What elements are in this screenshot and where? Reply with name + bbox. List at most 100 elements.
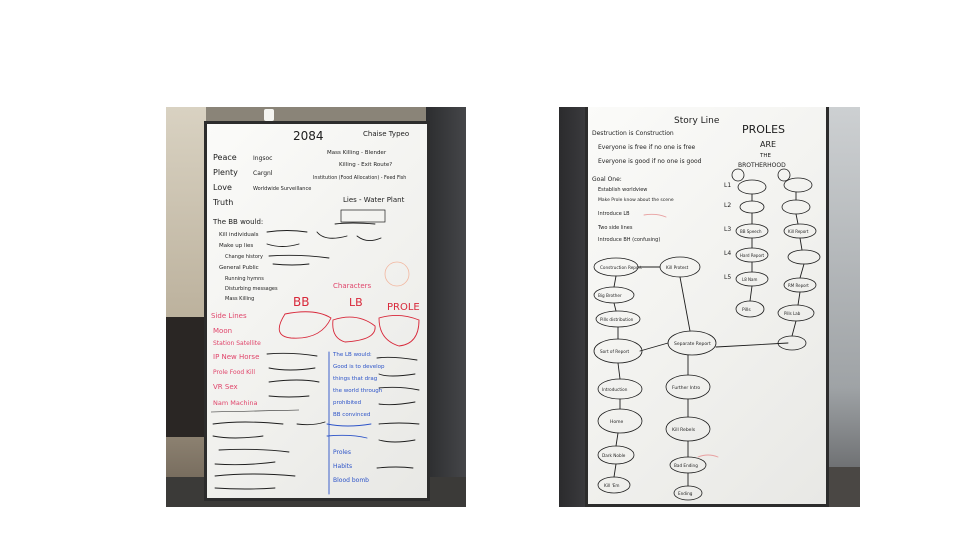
- ceiling-light: [264, 109, 274, 121]
- concept-love: Love: [213, 183, 232, 192]
- concept-plenty: Plenty: [213, 168, 238, 177]
- side-line-station: Station Satellite: [213, 340, 261, 347]
- right-node-bb-speech: BB Speech: [740, 229, 762, 234]
- concept-peace: Peace: [213, 153, 237, 162]
- premise-2: Everyone is free if no one is free: [598, 144, 696, 151]
- floor-right: [828, 467, 860, 507]
- bb-would-item-5: Running hymns: [225, 276, 264, 282]
- bb-would-heading: The BB would:: [212, 218, 263, 226]
- flow-node-introduction: Introduction: [602, 387, 628, 392]
- bb-would-item-7: Mass Killing: [225, 296, 254, 302]
- flow-node-kill-rebels: Kill Rebels: [672, 427, 696, 433]
- flow-node-ellipse: [739, 200, 765, 214]
- scribble-lines: [266, 222, 382, 266]
- bb-would-item-3: Change history: [225, 254, 263, 260]
- level-l1: L1: [724, 182, 731, 189]
- whiteboard-photo-right: Story Line PROLES ARE THE BROTHERHOOD De…: [559, 107, 860, 507]
- right-flow-arrows: [715, 191, 805, 348]
- premise-3: Everyone is good if no one is good: [598, 158, 702, 165]
- handwriting-left: 2084 Chaise Typeo Peace Plenty Love Trut…: [210, 129, 420, 495]
- flow-node-further-intro: Further Intro: [672, 385, 700, 391]
- flow-node-sort-report: Sort of Report: [600, 349, 630, 354]
- boxed-note: [340, 209, 386, 223]
- flow-node-circle: [777, 168, 791, 182]
- blue-note-4: the world through: [333, 388, 383, 394]
- level-l2: L2: [724, 202, 731, 209]
- flow-node-construction: Construction Report: [600, 265, 642, 270]
- flow-node-pills: Pills distribution: [600, 317, 634, 322]
- flow-arrows: [613, 266, 691, 487]
- side-lines-heading: Side Lines: [211, 312, 247, 320]
- characters-heading: Characters: [333, 282, 372, 290]
- proles-brotherhood: BROTHERHOOD: [738, 162, 786, 169]
- killing-item-1: Mass Killing - Blender: [327, 150, 387, 156]
- side-line-ip: IP New Horse: [213, 353, 259, 361]
- blue-note-1: The LB would:: [332, 352, 372, 358]
- bb-would-item-1: Kill individuals: [219, 232, 259, 238]
- goal-line-5: Two side lines: [597, 225, 633, 231]
- goal-line-6: Introduce BH (confusing): [598, 237, 660, 243]
- desk: [166, 317, 204, 437]
- flow-node-ellipse: [737, 179, 767, 195]
- blue-note-7: Proles: [333, 449, 351, 456]
- concept-ingsoc: Ingsoc: [253, 155, 272, 162]
- flow-node-separate-report: Separate Report: [674, 341, 711, 347]
- concept-cargnl: Cargnl: [253, 170, 273, 177]
- flow-node-ellipse: [781, 199, 811, 215]
- proles-the: THE: [759, 153, 771, 159]
- character-lb: LB: [349, 296, 363, 309]
- blue-note-2: Good is to develop: [333, 364, 385, 370]
- whiteboard-photo-left: 2084 Chaise Typeo Peace Plenty Love Trut…: [166, 107, 466, 507]
- flow-node-ellipse: [783, 177, 813, 193]
- name-label: Nam Machina: [213, 399, 257, 407]
- dark-pillar: [426, 107, 466, 507]
- bb-would-item-6: Disturbing messages: [225, 286, 278, 292]
- board-title: 2084: [293, 129, 324, 143]
- goal-line-3: Make Prole know about the scene: [598, 197, 674, 203]
- scribble-lines-lower: [212, 352, 420, 490]
- room-wall-right: [828, 107, 860, 507]
- right-node-l8-nam: L8 Nam: [742, 277, 757, 282]
- top-right-heading: Chaise Typeo: [363, 130, 409, 138]
- handwriting-right: Story Line PROLES ARE THE BROTHERHOOD De…: [592, 116, 821, 501]
- faint-orange-circle: [384, 261, 410, 287]
- concept-truth: Truth: [212, 198, 233, 207]
- room-wall: [166, 107, 206, 507]
- faint-red-marks: [643, 213, 719, 458]
- blue-note-6: BB convinced: [333, 412, 370, 418]
- blue-note-9: Blood bomb: [333, 477, 369, 484]
- level-l3: L3: [724, 226, 731, 233]
- premise-1: Destruction is Construction: [592, 130, 674, 137]
- right-node-rm-report: RM Report: [788, 283, 809, 288]
- storyline-title: Story Line: [674, 116, 720, 126]
- side-line-vr: VR Sex: [213, 383, 238, 391]
- blue-bracket: [326, 351, 372, 495]
- right-node-kill-report: Kill Report: [788, 229, 809, 234]
- lies-note: Lies - Water Plant: [343, 196, 405, 204]
- bb-would-item-4: General Public: [219, 265, 259, 271]
- flow-node-kill-protest: Kill Protest: [666, 265, 689, 270]
- side-line-prole: Prole Food Kill: [213, 369, 255, 376]
- blue-note-8: Habits: [333, 463, 352, 470]
- right-node-pills: Pills: [742, 307, 751, 313]
- right-node-pills-lab: Pills Lab: [784, 311, 801, 316]
- goal-line-1: Goal One:: [592, 176, 622, 183]
- blue-note-3: things that drag: [333, 376, 377, 382]
- goal-line-4: Introduce LB: [598, 211, 630, 217]
- flow-left: Construction Report Kill Protest Big Bro…: [593, 256, 717, 501]
- flow-node-circle: [731, 168, 745, 182]
- level-l5: L5: [724, 274, 731, 281]
- concept-surveillance: Worldwide Surveillance: [253, 186, 311, 192]
- flow-node-home: Home: [610, 419, 624, 425]
- character-bb: BB: [293, 295, 309, 309]
- flow-node-bad-ending: Bad Ending: [674, 463, 698, 468]
- flow-node-ending: Ending: [678, 491, 693, 496]
- bb-would-item-2: Make up lies: [219, 243, 253, 249]
- flow-node-dark-noble: Dark Noble: [602, 453, 626, 458]
- killing-item-3: Institution (Food Allocation) - Feed Fis…: [313, 175, 406, 181]
- flow-node-kill-em: Kill 'Em: [604, 483, 619, 488]
- whiteboard-left: 2084 Chaise Typeo Peace Plenty Love Trut…: [204, 121, 430, 501]
- flow-right: BB Speech Kill Report Hard Report L8 Nam…: [715, 168, 821, 351]
- right-node-hard-report: Hard Report: [740, 253, 765, 258]
- killing-item-2: Killing - Exit Route?: [339, 162, 392, 168]
